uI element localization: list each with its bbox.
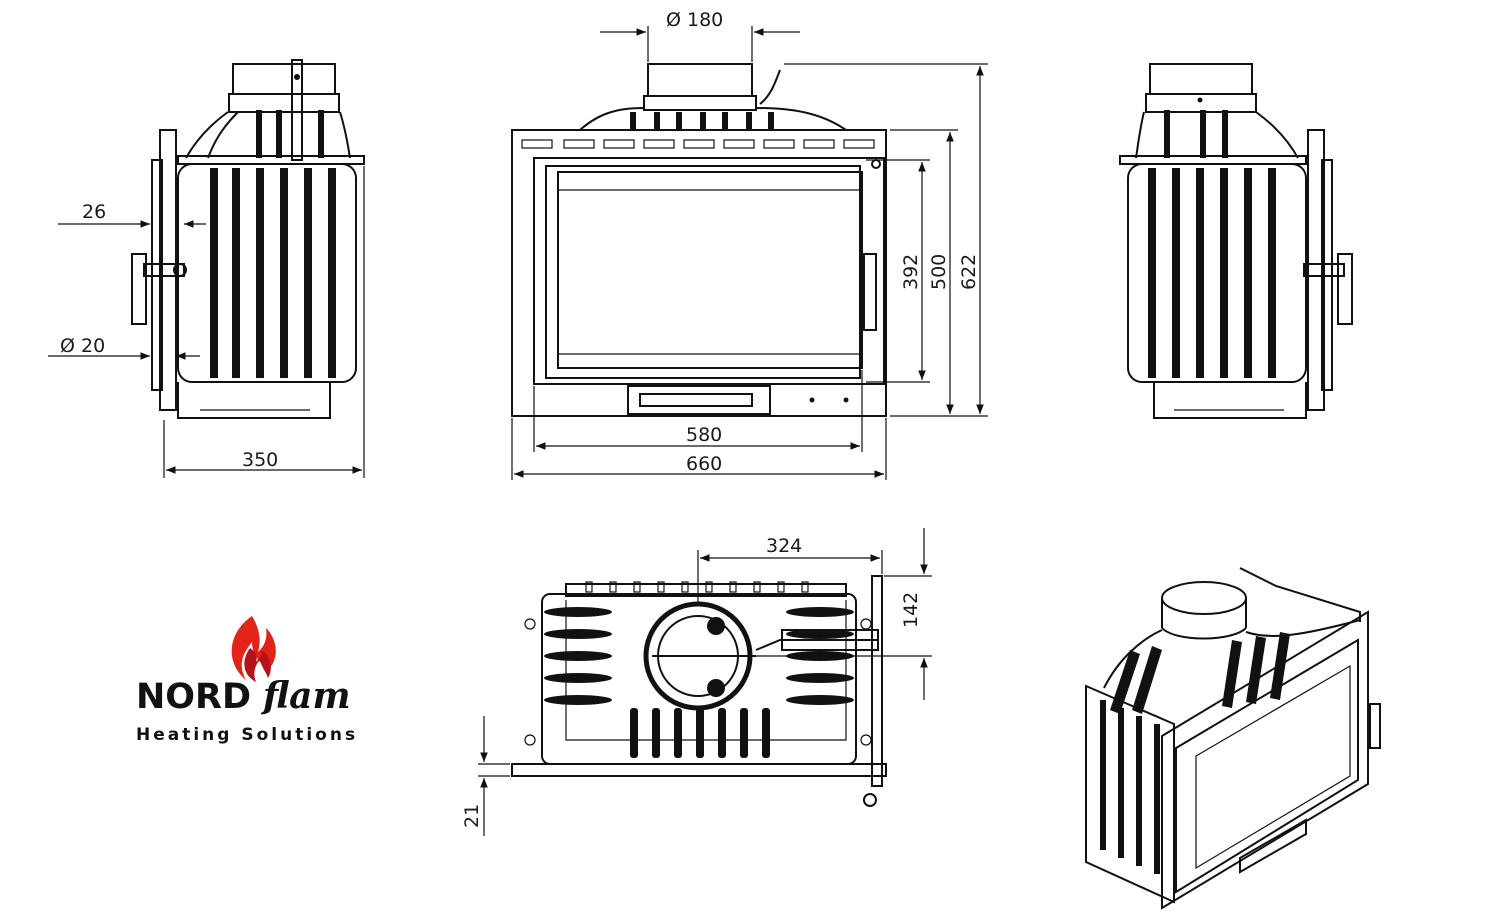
- front-view: [511, 63, 887, 417]
- front-view-dimensions: Ø 180 580 660 392 500 622: [511, 9, 988, 480]
- dim-350-label: 350: [242, 449, 278, 471]
- dim-660-label: 660: [686, 453, 722, 475]
- dim-26-label: 26: [82, 201, 106, 223]
- left-view-dimensions: 26 Ø 20 350: [48, 166, 365, 478]
- dim-622-label: 622: [958, 254, 980, 290]
- dim-580-label: 580: [686, 424, 722, 446]
- left-side-view: [131, 59, 365, 419]
- right-side-view: [1119, 63, 1353, 419]
- dim-392-label: 392: [900, 254, 922, 290]
- logo-brand-bold: NORD: [136, 677, 251, 717]
- flame-icon: [231, 616, 276, 682]
- top-view-dimensions: 324 142 21: [461, 528, 932, 836]
- dim-21-label: 21: [461, 804, 483, 828]
- dim-142-label: 142: [900, 592, 922, 628]
- dim-500-label: 500: [928, 254, 950, 290]
- logo-brand-italic: flam: [260, 675, 351, 717]
- isometric-view: [1085, 567, 1381, 910]
- logo-tagline: Heating Solutions: [136, 725, 358, 745]
- dim-diameter-180-label: Ø 180: [666, 9, 723, 31]
- nordflam-logo: NORD flam Heating Solutions: [136, 616, 358, 745]
- dim-324-label: 324: [766, 535, 802, 557]
- top-view: [511, 575, 887, 807]
- dim-diameter-20-label: Ø 20: [60, 335, 105, 357]
